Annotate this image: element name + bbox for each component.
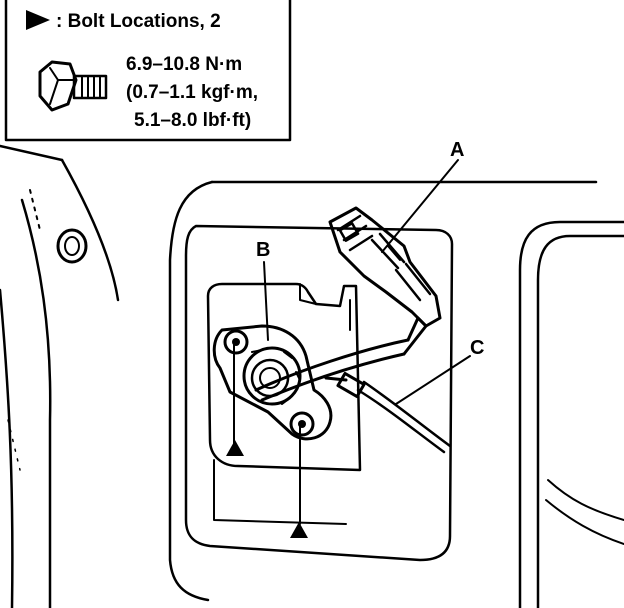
callout-c-label: C	[470, 337, 484, 359]
bolt-hole-upper	[223, 329, 249, 355]
door-body-outline	[0, 144, 120, 608]
torque-lbfft: 5.1–8.0 lbf·ft)	[134, 110, 251, 131]
inner-panel	[168, 180, 598, 602]
torque-kgfm: (0.7–1.1 kgf·m,	[126, 82, 258, 103]
door-hole	[56, 228, 88, 264]
legend-box: : Bolt Locations, 2 6.9–10.8 N·m (0.7–1.…	[4, 0, 292, 142]
harness-c	[254, 316, 452, 454]
connector-a	[328, 206, 442, 328]
bolt-locations-label: : Bolt Locations, 2	[56, 11, 221, 32]
window-frame	[518, 220, 624, 608]
triangle-pointer-icon	[26, 10, 50, 30]
flange-bolt-icon	[38, 60, 108, 112]
callout-a-label: A	[450, 139, 464, 161]
callout-lines	[233, 159, 471, 525]
torque-nm: 6.9–10.8 N·m	[126, 54, 242, 75]
up-triangle-icon	[226, 440, 244, 456]
callout-b-label: B	[256, 239, 270, 261]
bolt-hole-lower	[289, 411, 315, 437]
up-triangle-icon	[290, 522, 308, 538]
